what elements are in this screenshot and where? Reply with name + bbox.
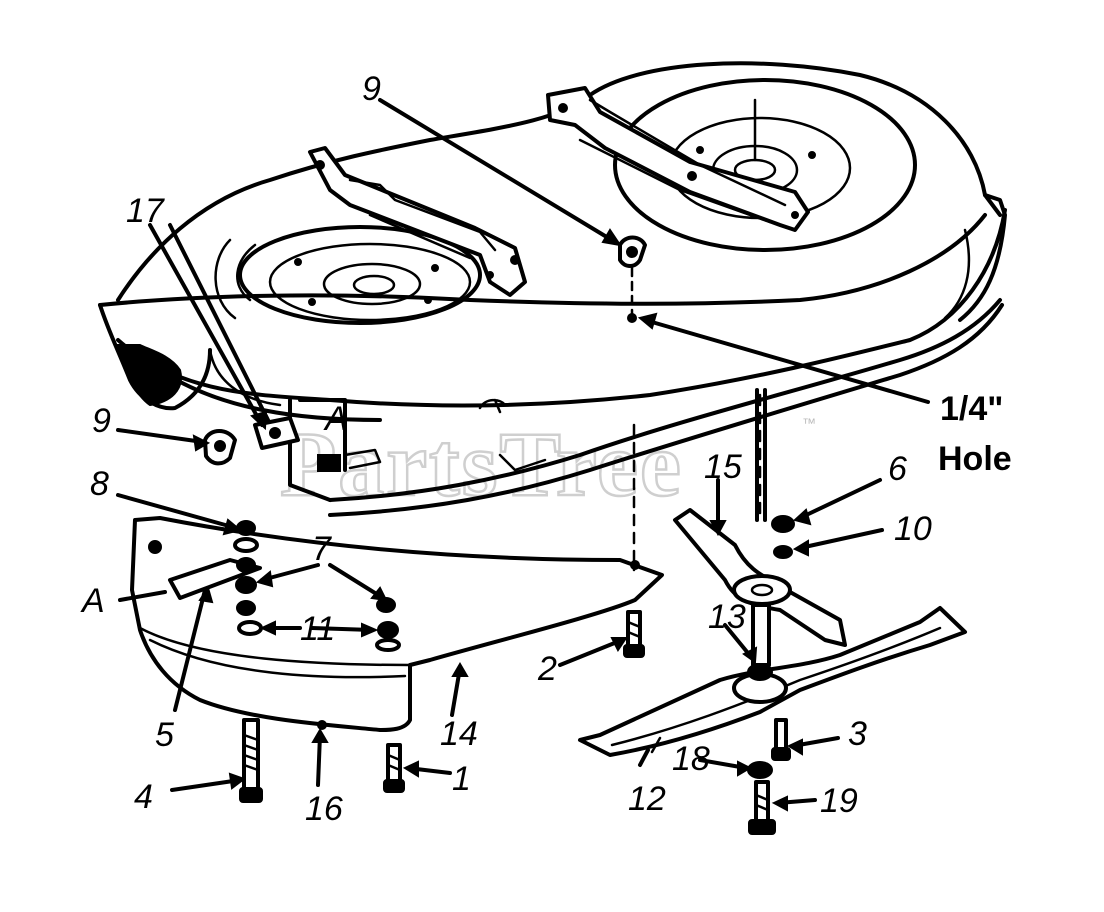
callout-13: 12 (628, 780, 666, 818)
callout-17: 17 (126, 192, 165, 230)
blade-13 (578, 606, 967, 757)
bolt-1 (383, 743, 405, 793)
callout-16: 16 (305, 790, 343, 828)
mower-deck-housing (98, 61, 1007, 517)
right-hanger-bracket (546, 86, 810, 232)
hole-size-label: 1/4" (940, 390, 1003, 428)
callout-15: 14 (440, 715, 478, 753)
spindle-shaft (755, 388, 795, 559)
hardware-stack-left (233, 520, 263, 636)
hole-label: Hole (938, 440, 1012, 478)
bolt-19 (748, 780, 776, 835)
left-hanger-bracket (308, 146, 527, 297)
callout-6: 6 (888, 450, 907, 488)
bolt-2 (623, 610, 645, 658)
callout-12: 15 (704, 448, 742, 486)
arrowheads (192, 228, 812, 812)
alignment-lines (627, 266, 762, 572)
callout-3: 3 (848, 715, 867, 753)
callout-18: 18 (672, 740, 710, 778)
callout-10: 10 (894, 510, 932, 548)
callout-14: 13 (708, 598, 746, 636)
left-spindle-housing (214, 225, 482, 325)
callout-9-top: 9 (362, 70, 381, 108)
callout-11: 11 (300, 610, 335, 648)
blade-baffle-15 (130, 516, 664, 732)
callout-labels: 9 17 9 8 7 11 A 5 14 16 4 1 2 15 6 10 13… (80, 70, 1012, 828)
blade-adapter-12 (673, 508, 847, 647)
callout-9-left: 9 (92, 402, 111, 440)
callout-7: 7 (312, 530, 332, 568)
bolt-4 (239, 718, 263, 803)
callout-4: 4 (134, 778, 153, 816)
hardware-stack-right (375, 597, 401, 652)
callout-1: 1 (452, 760, 471, 798)
callout-8: 8 (90, 465, 109, 503)
leader-lines (116, 98, 930, 805)
bolt-3 (771, 718, 791, 761)
callout-5: 5 (155, 716, 174, 754)
callout-a-deck: A (323, 400, 348, 438)
callout-19: 19 (820, 782, 858, 820)
clip-9-right (618, 235, 647, 268)
washer-18 (747, 761, 773, 779)
callout-2: 2 (537, 650, 557, 688)
trademark-symbol: ™ (802, 415, 816, 431)
clip-9-left (203, 429, 237, 466)
callout-a-baffle: A (80, 582, 105, 620)
